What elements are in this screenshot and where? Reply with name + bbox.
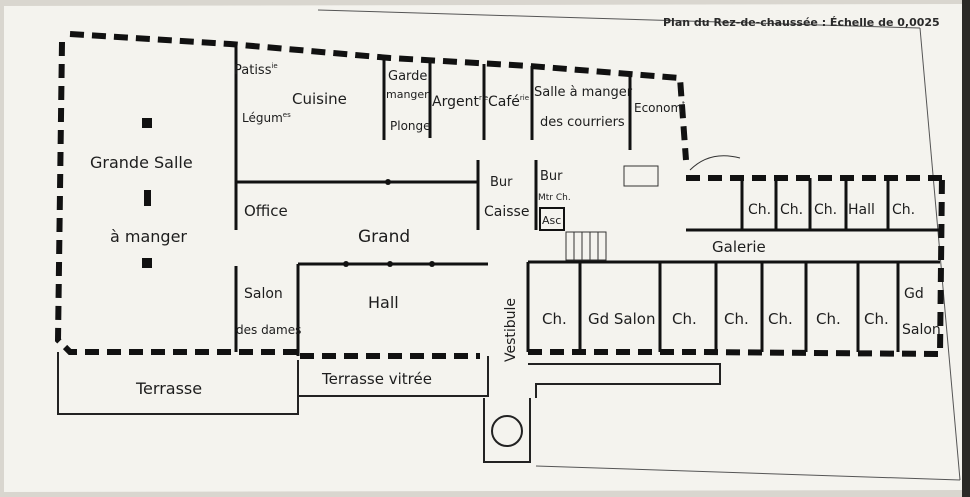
label-cuisine: Cuisine [292,90,347,108]
label-chambre-10: Ch. [864,310,889,328]
label-salle-courriers-1: Salle à manger [534,85,633,100]
label-bur-1: Bur [490,175,513,190]
label-plonge: Plonge [390,119,431,133]
label-chambre-9: Ch. [816,310,841,328]
label-chambre-7: Ch. [724,310,749,328]
scan-edge [962,0,970,497]
label-terrasse-vitree: Terrasse vitrée [321,370,432,388]
interior-walls [234,44,940,356]
label-hall-east: Hall [848,202,875,218]
label-chambre-2: Ch. [780,202,803,218]
label-bur-2: Bur [540,169,563,184]
lift-shaft [539,207,565,231]
label-economat: Economt [634,100,685,115]
label-argenterie: Argentrie [432,94,488,110]
label-caisse: Caisse [484,204,529,220]
label-grand: Grand [358,227,410,247]
label-grande-salle-1: Grande Salle [90,153,193,172]
label-terrasse: Terrasse [135,379,202,398]
label-chambre-4: Ch. [892,202,915,218]
exterior-walls [54,31,945,359]
label-office: Office [244,202,288,220]
label-grande-salle-2: à manger [110,227,187,246]
label-chambre-5: Ch. [542,310,567,328]
label-chambre-3: Ch. [814,202,837,218]
label-patisserie: Patissie [234,62,278,78]
label-gd-east: Gd [904,286,924,302]
room-labels: Patissie Légumes Cuisine Garde manger Pl… [90,62,941,398]
label-gd-salon: Gd Salon [588,310,655,328]
label-vestibule: Vestibule [503,298,519,362]
label-salon-east: Salon [902,322,941,338]
entrance-porch [483,398,531,463]
label-salle-courriers-2: des courriers [540,115,625,130]
label-legumes: Légumes [242,111,291,125]
stairs [565,155,741,261]
label-ascenseur: Asc [542,214,561,227]
columns [142,118,435,268]
label-salon-dames-1: Salon [244,286,283,302]
label-chambre-8: Ch. [768,310,793,328]
label-chambre-1: Ch. [748,202,771,218]
terrace-outlines [57,352,721,415]
label-galerie: Galerie [712,238,766,256]
label-cafeterie: Caférie [488,94,529,110]
plan-caption: Plan du Rez-de-chaussée : Échelle de 0,0… [663,16,940,29]
label-hall: Hall [368,293,399,312]
label-salon-dames-2: des dames [236,323,301,337]
label-chambre-6: Ch. [672,310,697,328]
paper-sheet [4,4,962,492]
label-maitre-chef: Mtr Ch. [538,193,571,203]
label-garde-manger: manger [386,88,429,101]
label-garde: Garde [388,69,427,84]
